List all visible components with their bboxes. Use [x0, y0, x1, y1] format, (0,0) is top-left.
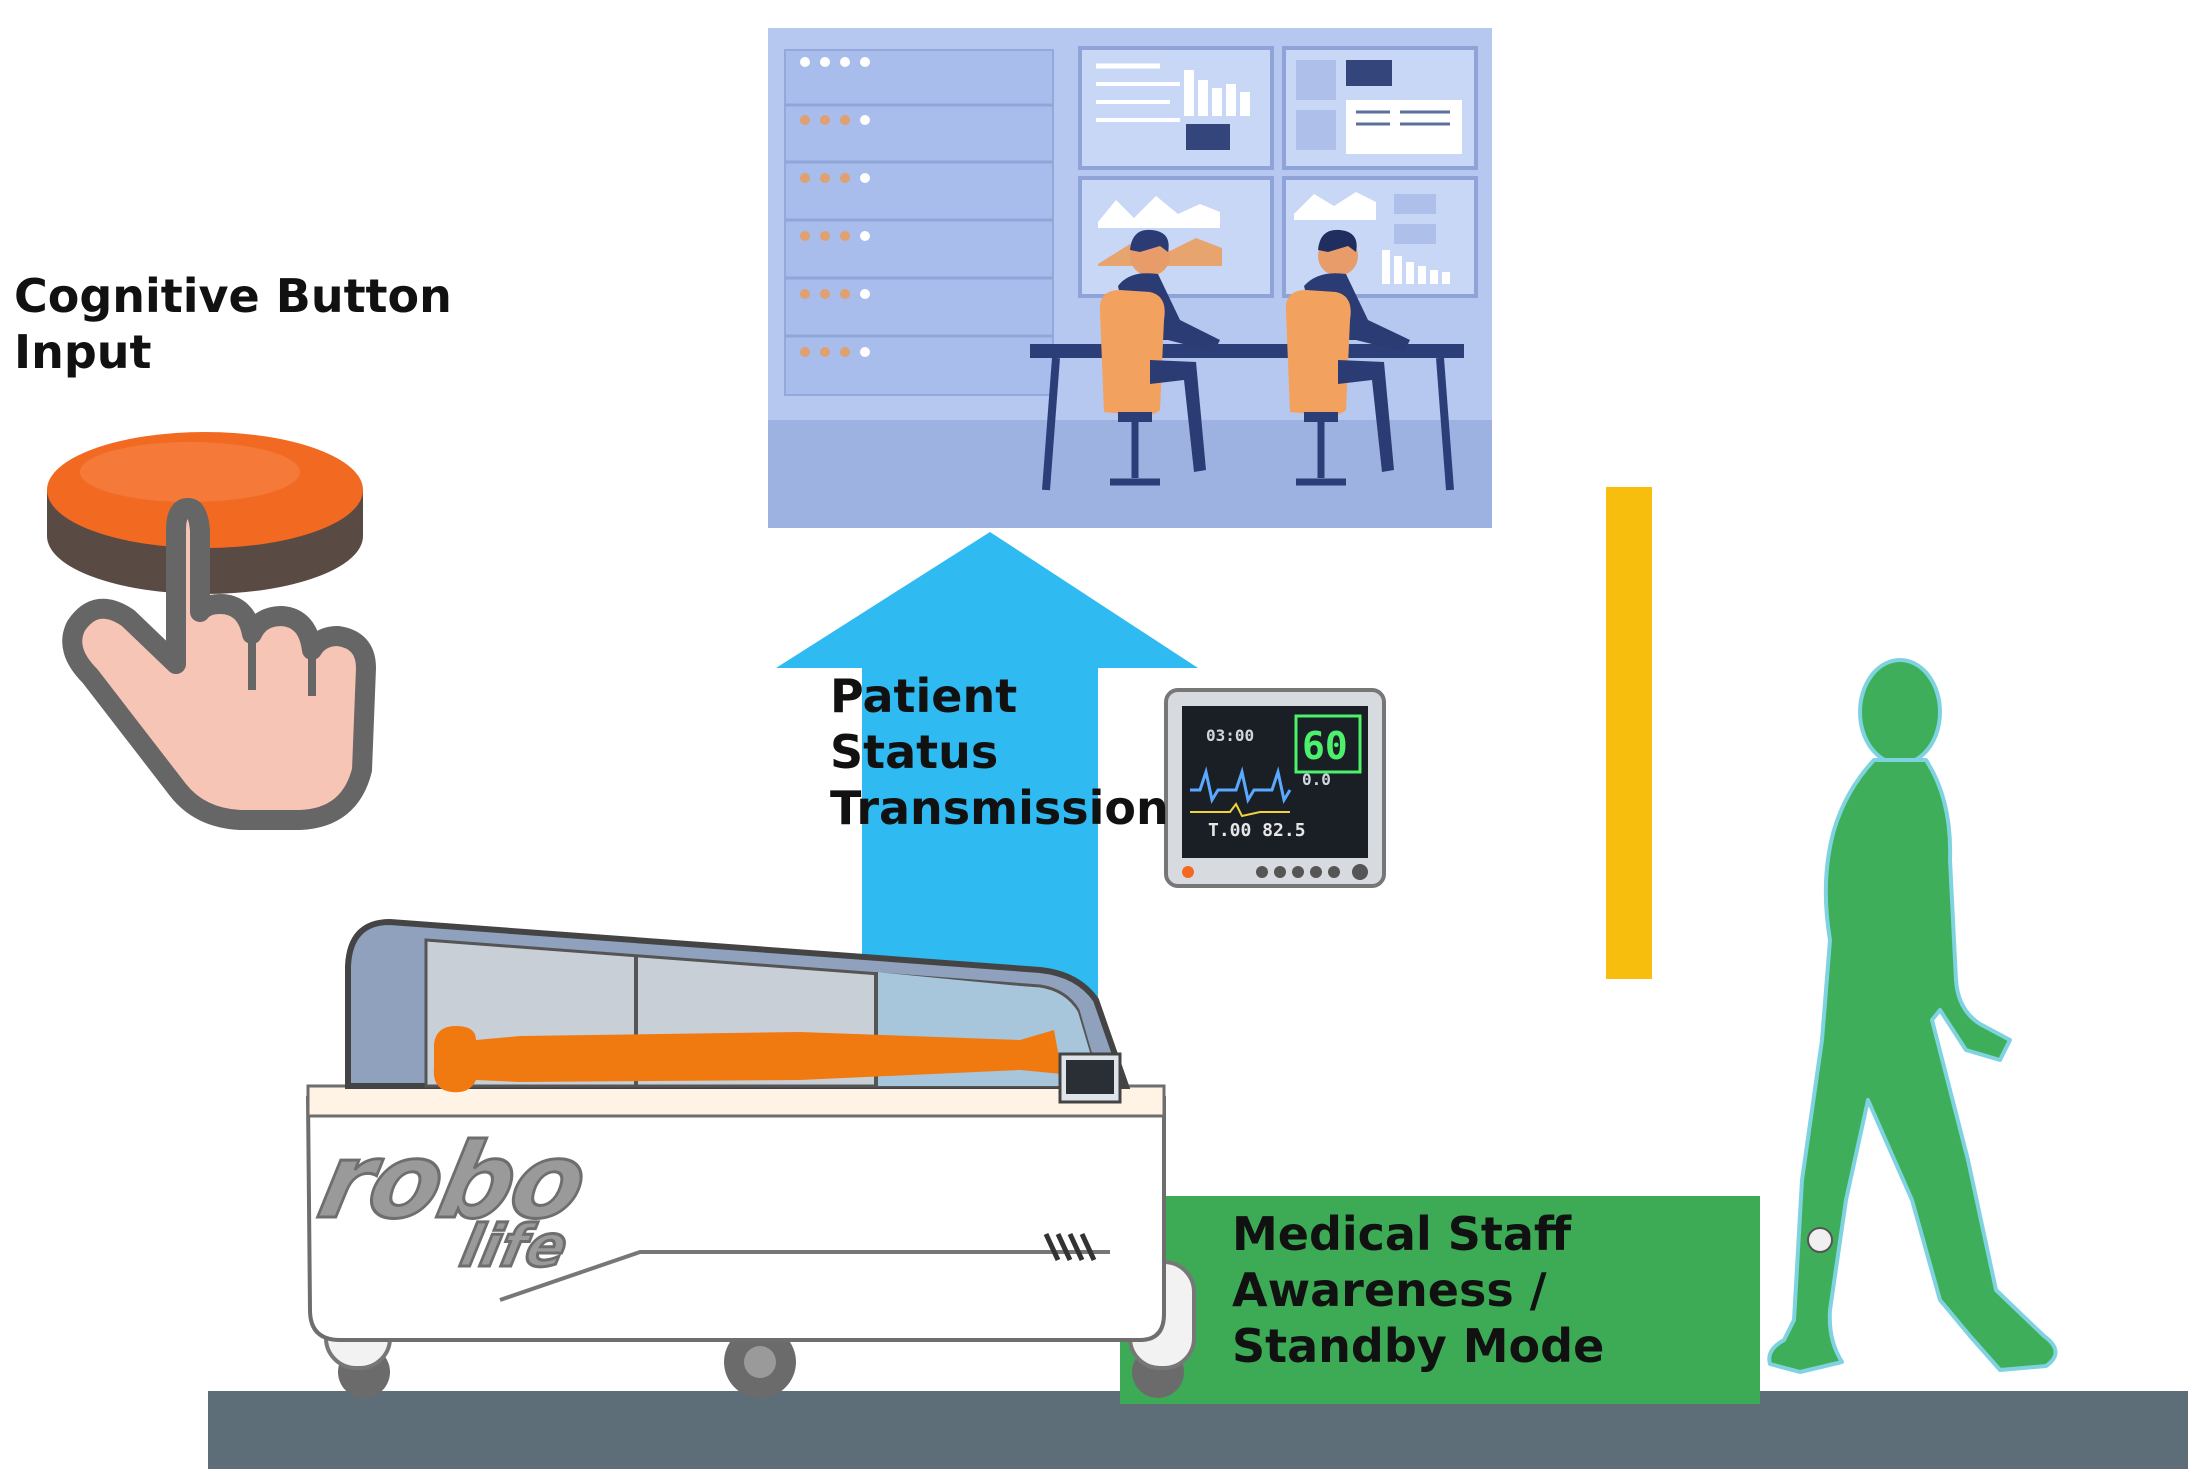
patient-silhouette: [433, 1026, 1062, 1093]
staff-banner: [1120, 1196, 1760, 1404]
pointing-hand-icon: [62, 498, 376, 830]
patient-monitor: [1164, 688, 1386, 888]
control-room-floor: [768, 420, 1492, 528]
medical-staff-figure: [1767, 658, 2058, 1374]
monitor-readout-top: 03:00: [1206, 726, 1255, 745]
patient-status-label: Patient Status Transmission: [830, 669, 1169, 836]
robot-logo-life: life: [453, 1211, 575, 1282]
control-room-illustration: [768, 28, 1492, 528]
monitor-readout-bottom: T.00 82.5: [1208, 820, 1306, 841]
upward-arrow: [776, 532, 1198, 1010]
medical-staff-label: Medical Staff Awareness / Standby Mode: [1232, 1207, 1605, 1374]
monitor-heart-rate: 60: [1302, 724, 1348, 768]
monitor-readout-right: 0.0: [1302, 770, 1331, 789]
operator-right: [1285, 229, 1410, 486]
robot-bed: [305, 918, 1196, 1398]
barrier-bar: [1606, 487, 1652, 979]
cognitive-button-label: Cognitive Button Input: [14, 269, 452, 380]
operator-left: [1099, 229, 1220, 486]
server-rack: [784, 49, 1054, 396]
dashboard-screens: [1078, 46, 1478, 298]
